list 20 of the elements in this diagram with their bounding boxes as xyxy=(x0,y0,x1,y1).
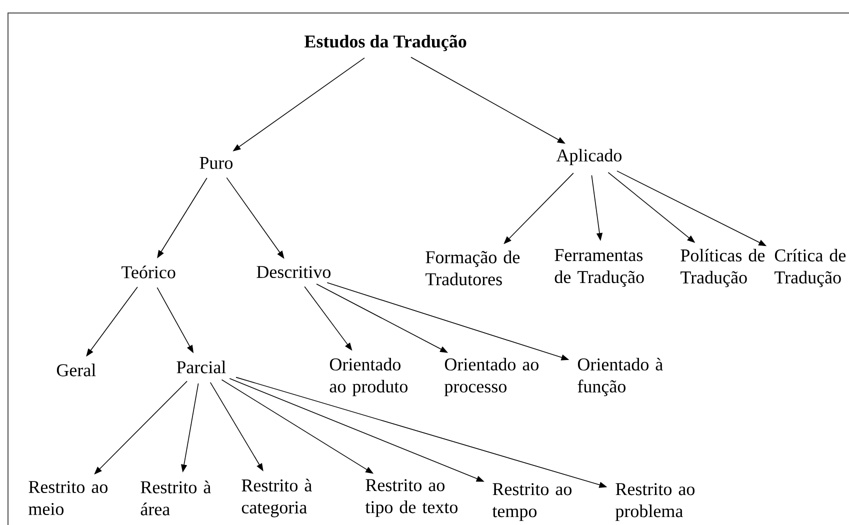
node-text: Teórico xyxy=(122,266,176,278)
node-text: Restrito ao problema xyxy=(616,483,694,521)
node-text: Crítica de Tradução xyxy=(774,248,846,288)
node-text: Ferramentas de Tradução xyxy=(554,249,644,287)
node-text: Orientado ao produto xyxy=(330,358,408,396)
node-text: Restrito à área xyxy=(140,480,211,516)
node-text: Restrito ao tempo xyxy=(492,483,572,521)
node-text: Orientado à função xyxy=(578,358,663,396)
node-text: Orientado ao processo xyxy=(444,358,538,396)
node-text: Aplicado xyxy=(556,148,622,166)
node-text: Formação de Tradutores xyxy=(426,250,520,286)
node-text: Políticas de Tradução xyxy=(680,248,765,288)
node-text: Descritivo xyxy=(256,266,330,278)
node-text: Restrito ao meio xyxy=(28,480,108,516)
node-text: Geral xyxy=(56,364,96,376)
node-text: Puro xyxy=(200,157,233,169)
node-text: Parcial xyxy=(176,360,226,374)
node-text: Restrito ao tipo de texto xyxy=(365,479,458,517)
node-text: Restrito à categoria xyxy=(242,478,312,518)
title-text: Estudos da Tradução xyxy=(304,34,466,52)
